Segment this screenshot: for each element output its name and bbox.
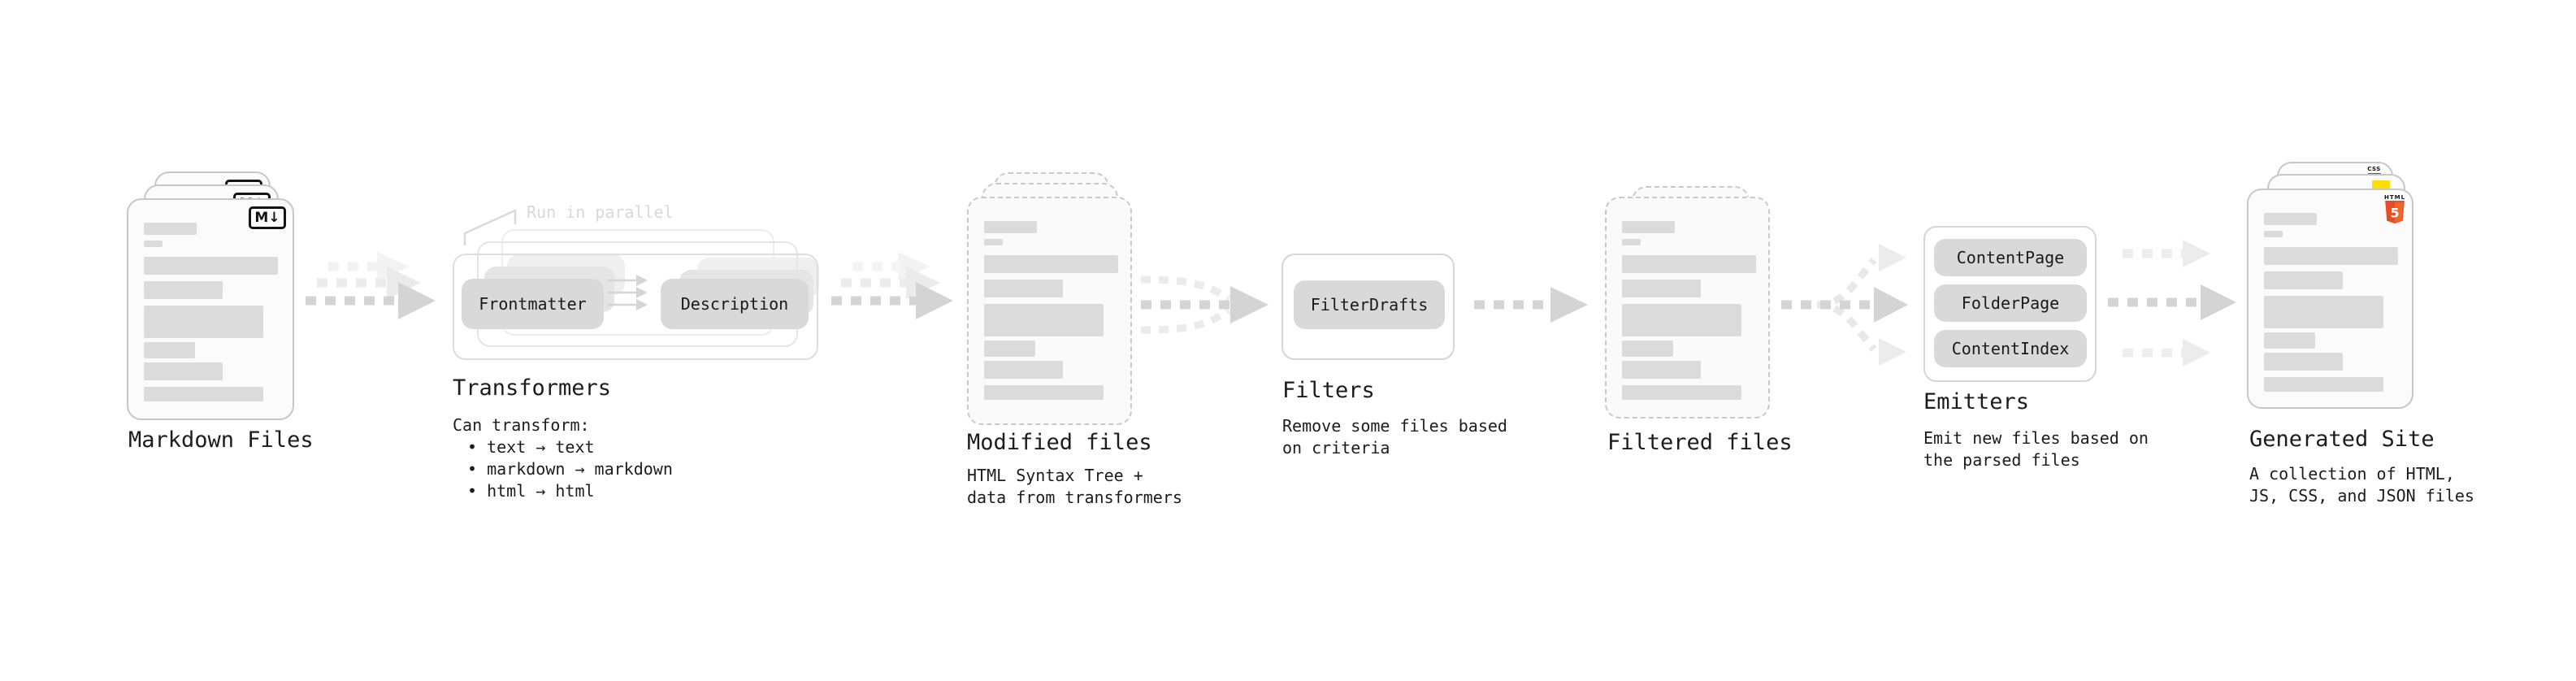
note-callout-line	[463, 209, 517, 245]
bullet-item: • html → html	[467, 481, 595, 501]
html5-label: HTML	[2383, 194, 2406, 201]
filters-description: Remove some files based on criteria	[1282, 415, 1507, 459]
emitters-description: Emit new files based on the parsed files	[1923, 427, 2149, 471]
pill-description: Description	[661, 279, 809, 329]
css-label: CSS	[2367, 166, 2381, 172]
arrows-emitters-to-generated	[2108, 240, 2236, 367]
arrow-modified-to-filters	[1140, 275, 1268, 334]
doc-line	[984, 340, 1035, 357]
doc-line	[144, 281, 223, 299]
doc-line	[144, 241, 163, 247]
filtered-doc-front	[1605, 197, 1770, 419]
doc-line	[1622, 361, 1701, 379]
doc-line	[1622, 340, 1673, 357]
transformer-layer-front	[453, 254, 818, 360]
doc-content-placeholder	[128, 200, 293, 401]
arrow-filters-to-filtered	[1474, 287, 1588, 323]
doc-line	[2264, 353, 2343, 371]
stage-title-markdown-files: Markdown Files	[128, 427, 314, 453]
stage-title-transformers: Transformers	[453, 375, 612, 401]
modified-doc-front	[967, 197, 1132, 425]
desc-line: the parsed files	[1923, 450, 2080, 470]
bullet-item: • text → text	[467, 437, 595, 457]
doc-line	[144, 223, 197, 235]
pill-contentindex: ContentIndex	[1934, 330, 2087, 367]
desc-line: data from transformers	[967, 488, 1182, 507]
doc-line	[1622, 304, 1741, 336]
markdown-doc-front: M↓	[127, 198, 294, 420]
doc-line	[144, 342, 195, 358]
generated-description: A collection of HTML, JS, CSS, and JSON …	[2249, 463, 2474, 507]
emitters-panel: ContentPage FolderPage ContentIndex	[1923, 226, 2097, 382]
modified-description: HTML Syntax Tree + data from transformer…	[967, 465, 1182, 509]
html5-icon: HTML 5	[2383, 194, 2406, 227]
filters-panel: FilterDrafts	[1281, 254, 1455, 360]
doc-line	[2264, 247, 2398, 265]
doc-content-placeholder	[2249, 190, 2412, 392]
desc-line: Can transform:	[453, 415, 590, 435]
pill-frontmatter: Frontmatter	[462, 279, 604, 329]
doc-line	[2264, 332, 2315, 349]
doc-line	[1622, 221, 1675, 233]
doc-line	[984, 385, 1104, 400]
arrow-transformers-to-modified	[831, 252, 953, 319]
pill-folderpage: FolderPage	[1934, 284, 2087, 322]
markdown-icon: M↓	[249, 206, 286, 229]
doc-line	[984, 255, 1118, 273]
bullet-item: • markdown → markdown	[467, 459, 673, 479]
doc-line	[2264, 296, 2383, 328]
run-in-parallel-note: Run in parallel	[527, 202, 674, 222]
stage-title-filters: Filters	[1282, 378, 1375, 403]
doc-line	[1622, 239, 1641, 245]
doc-line	[1622, 385, 1741, 400]
stage-title-modified-files: Modified files	[967, 430, 1152, 455]
doc-line	[2264, 231, 2283, 237]
doc-line	[1622, 255, 1756, 273]
doc-line	[144, 306, 263, 338]
doc-content-placeholder	[1607, 198, 1768, 400]
transformers-description: Can transform: • text → text • markdown …	[453, 414, 673, 502]
stage-title-emitters: Emitters	[1923, 389, 2030, 414]
desc-line: HTML Syntax Tree +	[967, 466, 1143, 485]
doc-line	[144, 387, 263, 401]
doc-line	[984, 280, 1063, 297]
html5-number: 5	[2390, 205, 2399, 220]
desc-line: JS, CSS, and JSON files	[2249, 486, 2474, 505]
doc-line	[984, 221, 1037, 233]
arrow-markdown-to-transformers	[306, 252, 436, 319]
generated-doc-html: HTML 5	[2247, 189, 2413, 409]
doc-line	[1622, 280, 1701, 297]
stage-title-filtered-files: Filtered files	[1607, 430, 1793, 455]
doc-line	[144, 362, 223, 380]
html5-shield: 5	[2385, 201, 2405, 223]
doc-line	[2264, 271, 2343, 289]
doc-line	[144, 257, 278, 275]
doc-line	[2264, 213, 2317, 225]
desc-line: Remove some files based	[1282, 416, 1507, 436]
parallel-arrows-icon	[607, 275, 648, 310]
pill-contentpage: ContentPage	[1934, 239, 2087, 276]
arrow-filtered-to-emitters	[1781, 244, 1908, 366]
desc-line: on criteria	[1282, 438, 1390, 458]
stage-title-generated-site: Generated Site	[2249, 427, 2435, 452]
desc-line: A collection of HTML,	[2249, 464, 2455, 484]
desc-line: Emit new files based on	[1923, 428, 2149, 448]
doc-line	[2264, 377, 2383, 392]
doc-line	[984, 239, 1003, 245]
pill-filterdrafts: FilterDrafts	[1294, 280, 1445, 329]
doc-content-placeholder	[969, 198, 1130, 400]
doc-line	[984, 304, 1104, 336]
doc-line	[984, 361, 1063, 379]
